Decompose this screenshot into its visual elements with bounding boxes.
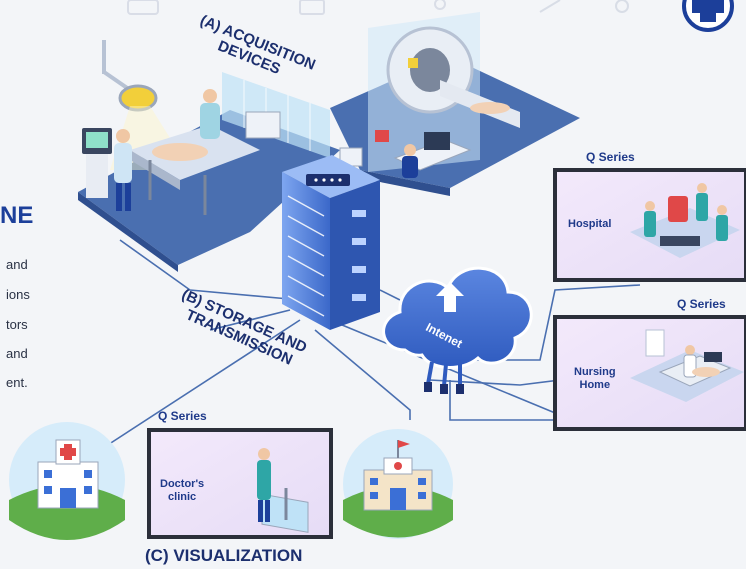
background-decor-icons	[127, 0, 629, 15]
nursing-home-monitor	[553, 315, 746, 431]
medical-cross-logo-icon	[682, 0, 734, 32]
monitor-location-label: Hospital	[568, 218, 612, 230]
doctors-clinic-scene-icon	[257, 448, 309, 533]
side-text-line: and	[6, 346, 28, 361]
monitor-location-line: clinic	[168, 491, 197, 503]
server-rack-icon	[282, 155, 380, 330]
monitor-location-line: Doctor's	[160, 478, 205, 490]
hospital-scene-icon	[630, 183, 740, 258]
side-text-line: ions	[6, 287, 30, 302]
hospital-building-icon	[343, 429, 453, 539]
side-text-line: tors	[6, 317, 28, 332]
nursing-home-scene-icon	[630, 329, 744, 402]
operating-room-scene	[78, 40, 340, 272]
doctors-clinic-monitor	[147, 428, 333, 539]
hospital-monitor	[553, 168, 746, 282]
monitor-series-label: Q Series	[677, 297, 726, 311]
section-c-label: (C) VISUALIZATION	[145, 546, 303, 565]
monitor-series-label: Q Series	[586, 150, 635, 164]
headline-fragment: NE	[0, 202, 34, 229]
clinic-building-icon	[9, 422, 125, 540]
monitor-series-label: Q Series	[158, 409, 207, 423]
monitor-location-label: Nursing Home	[574, 366, 616, 392]
monitor-location-line: Home	[579, 379, 611, 391]
internet-cloud-icon	[382, 266, 533, 394]
monitor-location-label: Doctor's clinic	[160, 478, 204, 504]
monitor-location-line: Nursing	[574, 366, 616, 378]
mri-room-scene	[330, 12, 580, 196]
side-text-line: ent.	[6, 375, 28, 390]
side-text-line: and	[6, 257, 28, 272]
